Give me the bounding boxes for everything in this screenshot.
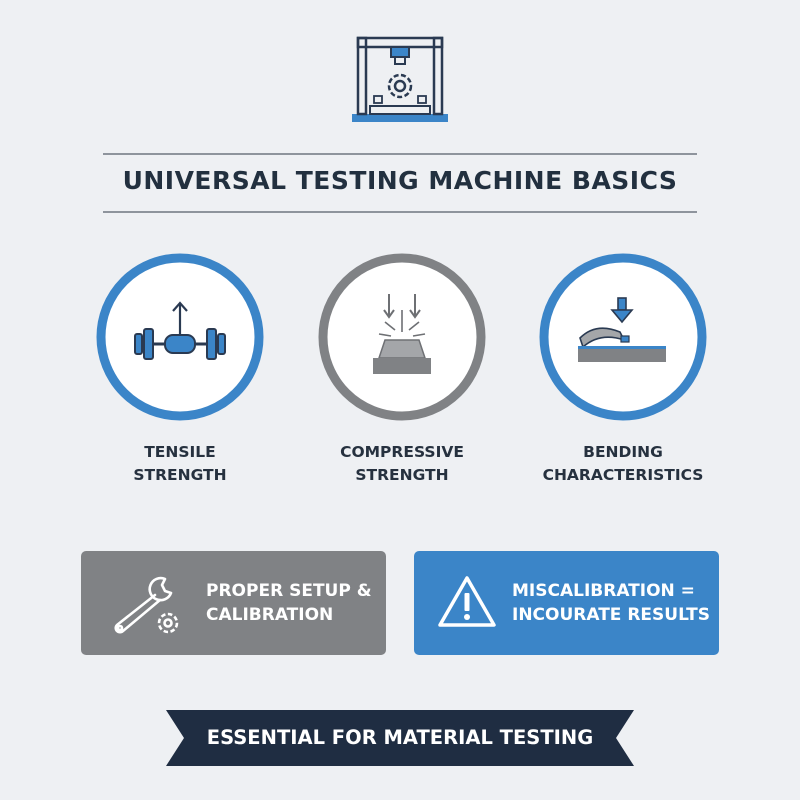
bottom-banner <box>166 710 634 766</box>
bending-characteristics-circle <box>539 253 707 421</box>
miscalibration-card: MISCALIBRATION = INCOURATE RESULTS <box>414 551 719 655</box>
tensile-strength-label: TENSILE STRENGTH <box>133 443 227 484</box>
testing-machine-icon <box>352 36 448 122</box>
compression-icon <box>373 294 431 374</box>
compressive-strength-circle <box>318 253 486 421</box>
bending-characteristics-label: BENDING CHARACTERISTICS <box>542 443 704 484</box>
banner-text: ESSENTIAL FOR MATERIAL TESTING <box>206 726 594 749</box>
compressive-strength-label: COMPRESSIVE STRENGTH <box>340 443 464 484</box>
title-divider-bottom <box>103 211 697 213</box>
page-title: UNIVERSAL TESTING MACHINE BASICS <box>122 166 678 195</box>
tensile-specimen-icon <box>134 301 226 360</box>
setup-calibration-card: PROPER SETUP & CALIBRATION <box>81 551 386 655</box>
tensile-strength-circle <box>96 253 264 421</box>
miscalibration-text: MISCALIBRATION = INCOURATE RESULTS <box>512 581 710 625</box>
title-divider-top <box>103 153 697 155</box>
warning-icon <box>438 576 496 627</box>
wrench-gear-icon <box>114 576 179 634</box>
setup-calibration-text: PROPER SETUP & CALIBRATION <box>206 581 372 625</box>
bending-beam-icon <box>578 297 666 362</box>
